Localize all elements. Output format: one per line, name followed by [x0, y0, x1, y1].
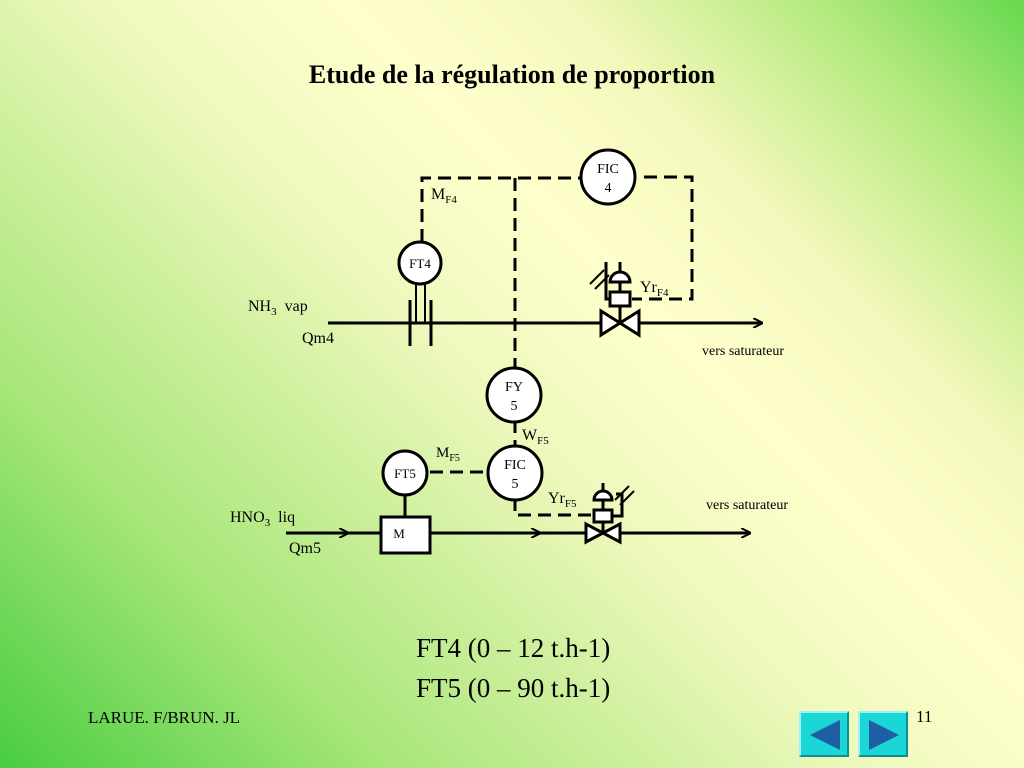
label-yrf4: YrF4 — [640, 279, 669, 299]
range-ft5: FT5 (0 – 90 t.h-1) — [416, 673, 611, 703]
fy5-number: 5 — [511, 399, 518, 414]
fic4-instrument: FIC 4 — [579, 148, 637, 206]
signal-yrf5 — [513, 498, 594, 517]
transmitter-ranges: FT4 (0 – 12 t.h-1) FT5 (0 – 90 t.h-1) — [416, 628, 610, 708]
ft4-instrument: FT4 — [397, 240, 443, 286]
motor-box: M — [379, 515, 432, 555]
ft4-tag: FT4 — [409, 256, 431, 271]
page-number: 11 — [916, 707, 933, 726]
ft5-instrument: FT5 — [381, 449, 429, 517]
previous-slide-button[interactable] — [799, 711, 849, 757]
arrow-right-icon — [869, 720, 899, 750]
label-mf4: MF4 — [431, 186, 457, 206]
fic5-instrument: FIC 5 — [486, 444, 544, 502]
label-qm4: Qm4 — [302, 330, 334, 347]
signal-lines — [420, 175, 694, 517]
arrow-left-icon — [810, 720, 840, 750]
footer-author: LARUE. F/BRUN. JL — [88, 708, 241, 727]
fic4-tag: FIC — [597, 162, 619, 177]
nh3-line — [328, 283, 762, 346]
fic4-number: 4 — [605, 181, 612, 196]
next-slide-button[interactable] — [858, 711, 908, 757]
fic5-tag: FIC — [504, 458, 526, 473]
slide-title: Etude de la régulation de proportion — [308, 60, 716, 89]
motor-tag: M — [393, 526, 405, 541]
label-destination-nh3: vers saturateur — [702, 344, 784, 359]
fic5-number: 5 — [512, 477, 519, 492]
fy5-tag: FY — [505, 380, 523, 395]
control-valve-f5 — [584, 483, 635, 545]
ft5-tag: FT5 — [394, 466, 416, 481]
fy5-instrument: FY 5 — [485, 366, 543, 424]
control-valve-f4 — [589, 262, 641, 338]
process-diagram: FIC 4 FT4 FY 5 FIC 5 FT5 M — [230, 148, 788, 557]
signal-yrf4 — [632, 175, 694, 301]
label-destination-hno3: vers saturateur — [706, 498, 788, 513]
signal-mf4 — [420, 176, 582, 242]
range-ft4: FT4 (0 – 12 t.h-1) — [416, 633, 611, 663]
label-qm5: Qm5 — [289, 540, 321, 557]
label-yrf5: YrF5 — [548, 490, 577, 510]
label-wf5: WF5 — [522, 427, 549, 447]
label-mf5: MF5 — [436, 445, 460, 464]
